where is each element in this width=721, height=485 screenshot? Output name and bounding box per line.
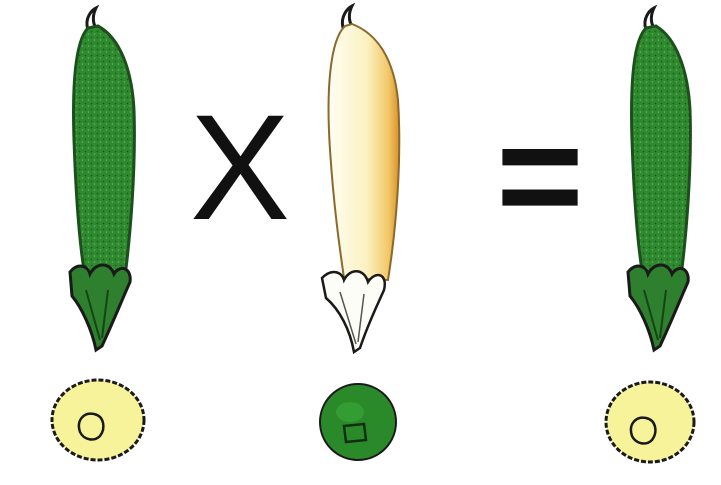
times-operator: X [185, 92, 295, 232]
yellow-pod-parent-2 [322, 6, 399, 352]
green-pod-parent-1 [70, 8, 134, 350]
yellow-seed-offspring [606, 382, 694, 462]
green-seed-parent-2 [320, 384, 396, 460]
equals-operator: = [495, 100, 585, 230]
green-pod-offspring [628, 8, 690, 350]
yellow-seed-parent-1 [52, 380, 144, 460]
